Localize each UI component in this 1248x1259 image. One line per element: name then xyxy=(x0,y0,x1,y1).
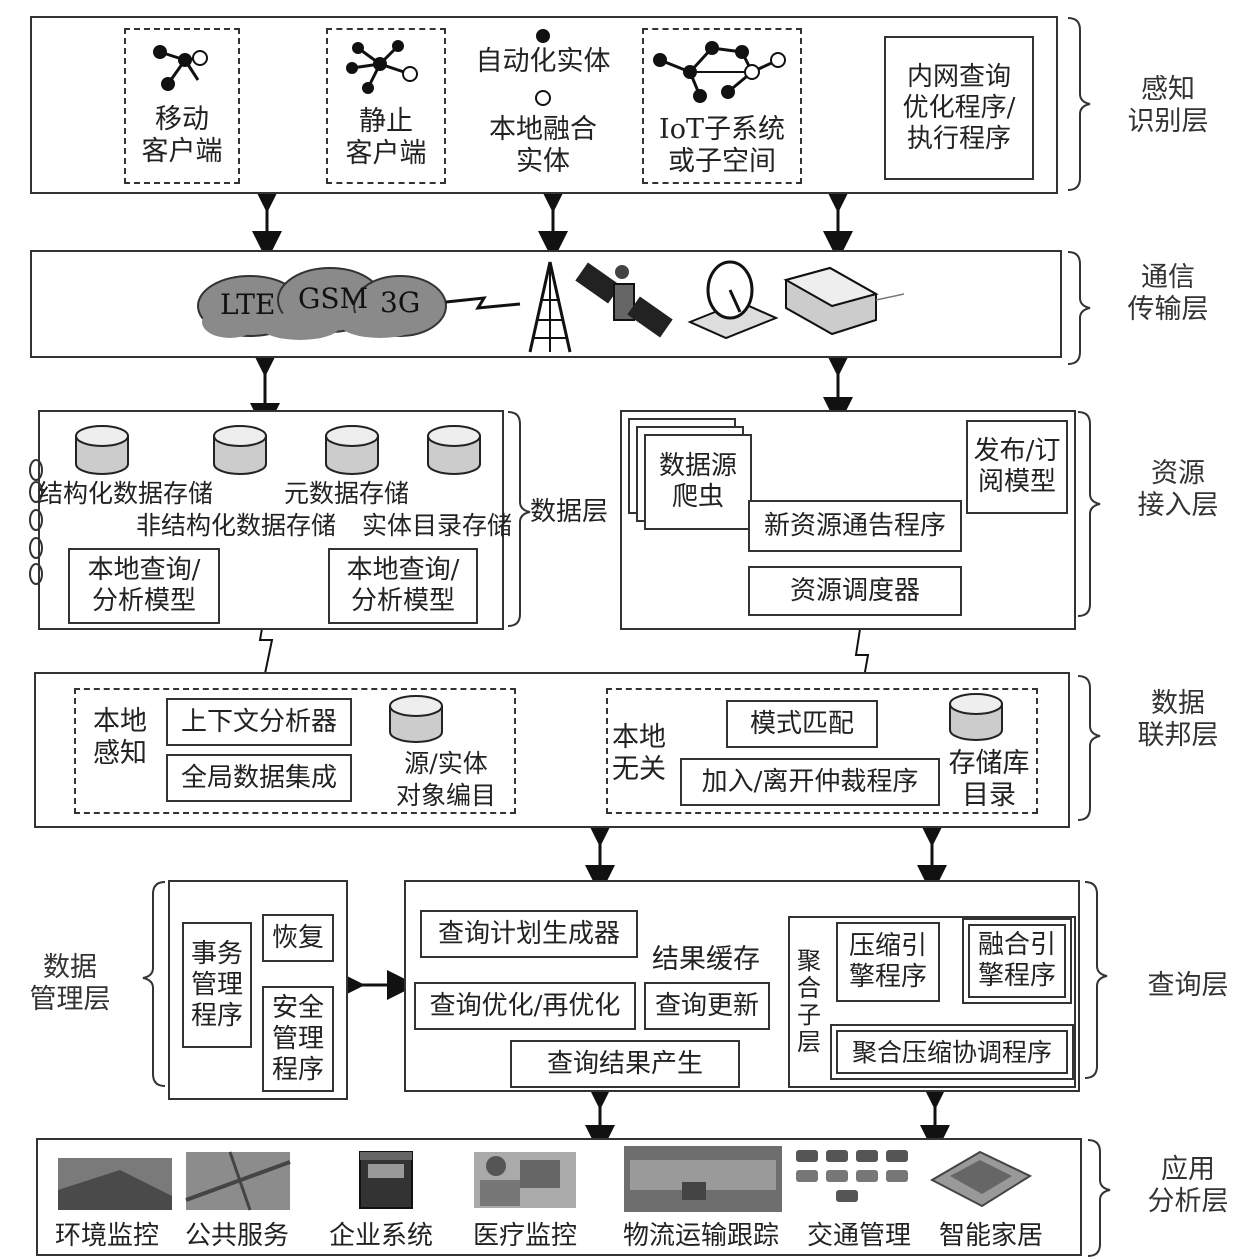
app-logistics: 物流运输跟踪 xyxy=(622,1221,779,1251)
brace-query xyxy=(1084,881,1108,1079)
mobile-client-group xyxy=(124,28,240,184)
auto-entity-label: 自动化实体 xyxy=(475,46,611,77)
layer-label-comm: 通信 传输层 xyxy=(1127,262,1209,325)
new-resource-notifier: 新资源通告程序 xyxy=(748,500,962,552)
recovery-box: 恢复 xyxy=(262,914,334,962)
static-client-group xyxy=(326,28,446,184)
cloud-gsm: GSM xyxy=(298,282,369,315)
database-icon xyxy=(213,425,267,475)
layer-label-resource: 资源 接入层 xyxy=(1137,458,1219,521)
database-icon xyxy=(75,425,129,475)
brace-app xyxy=(1087,1139,1111,1257)
auto-entity-dot xyxy=(536,29,550,43)
medical-monitor-image xyxy=(474,1152,576,1208)
security-manager: 安全 管理 程序 xyxy=(262,986,334,1092)
structured-storage: 结构化数据存储 xyxy=(38,479,214,508)
unstructured-storage: 非结构化数据存储 xyxy=(136,511,337,540)
tower-icon xyxy=(528,261,572,353)
query-update: 查询更新 xyxy=(644,982,770,1030)
transaction-manager: 事务 管理 程序 xyxy=(182,922,252,1048)
database-icon xyxy=(949,693,1003,741)
layer-label-mgmt: 数据 管理层 xyxy=(29,952,111,1015)
entity-dir-storage: 实体目录存储 xyxy=(362,511,513,540)
smart-home-image xyxy=(929,1150,1033,1208)
global-data-integration: 全局数据集成 xyxy=(166,754,352,802)
database-icon xyxy=(325,425,379,475)
enterprise-system-icon xyxy=(359,1151,413,1209)
local-independent-group xyxy=(606,688,1038,814)
brace-federation xyxy=(1077,675,1101,821)
app-traffic: 交通管理 xyxy=(806,1221,911,1251)
brace-datalayer xyxy=(507,411,531,627)
brace-resource xyxy=(1077,411,1101,617)
cloud-lte: LTE xyxy=(220,288,276,321)
chain-icon xyxy=(29,459,43,585)
query-result-gen: 查询结果产生 xyxy=(510,1040,740,1088)
result-cache-label: 结果缓存 xyxy=(652,944,760,975)
fusion-engine: 融合引 擎程序 xyxy=(968,924,1066,998)
local-query-model-2: 本地查询/ 分析模型 xyxy=(328,548,478,624)
router-icon xyxy=(783,266,905,336)
app-enterprise: 企业系统 xyxy=(328,1221,433,1251)
local-aware-group xyxy=(74,688,516,814)
layer-label-query: 查询层 xyxy=(1147,970,1229,1001)
iot-graph-icon xyxy=(653,41,786,103)
local-fusion-label: 本地融合 实体 xyxy=(489,114,597,177)
resource-scheduler: 资源调度器 xyxy=(748,566,962,616)
app-medical: 医疗监控 xyxy=(472,1221,577,1251)
compression-engine: 压缩引 擎程序 xyxy=(836,922,940,1002)
aggregation-coordinator: 聚合压缩协调程序 xyxy=(836,1030,1068,1074)
meta-storage: 元数据存储 xyxy=(284,479,410,508)
brace-mgmt xyxy=(142,881,166,1087)
local-query-model-1: 本地查询/ 分析模型 xyxy=(68,548,220,624)
layer-label-app: 应用 分析层 xyxy=(1147,1154,1229,1217)
app-environment: 环境监控 xyxy=(54,1221,159,1251)
data-layer-label: 数据层 xyxy=(530,497,609,527)
traffic-management-image xyxy=(796,1150,908,1202)
local-aware-label: 本地 感知 xyxy=(93,706,147,769)
layer-label-sensing: 感知 识别层 xyxy=(1127,74,1209,137)
iot-label: IoT子系统 或子空间 xyxy=(659,114,785,177)
brace-comm xyxy=(1067,251,1091,365)
environment-monitor-image xyxy=(58,1158,172,1210)
source-entity-catalog: 源/实体 对象编目 xyxy=(395,749,496,810)
aggregation-sublayer-label: 聚 合 子 层 xyxy=(797,947,821,1056)
cloud-icon xyxy=(197,267,447,340)
data-source-crawler: 数据源 爬虫 xyxy=(644,434,752,530)
wireless-zigzag xyxy=(445,296,521,310)
static-client-label: 静止 客户端 xyxy=(345,106,427,169)
logistics-image xyxy=(624,1146,782,1212)
pubsub-model: 发布/订 阅模型 xyxy=(966,420,1068,514)
query-optimize: 查询优化/再优化 xyxy=(414,982,636,1030)
database-icon xyxy=(389,695,443,743)
intranet-query-box: 内网查询 优化程序/ 执行程序 xyxy=(884,36,1034,180)
repository-catalog: 存储库 目录 xyxy=(948,748,1030,811)
database-icon xyxy=(427,425,481,475)
iot-group xyxy=(642,28,802,184)
brace-sensing xyxy=(1067,17,1091,191)
satellite-icon xyxy=(575,262,673,338)
mobile-client-label: 移动 客户端 xyxy=(141,104,223,167)
context-analyzer: 上下文分析器 xyxy=(166,698,352,746)
public-service-image xyxy=(185,1151,291,1211)
local-fusion-dot xyxy=(535,90,551,106)
layer-label-federation: 数据 联邦层 xyxy=(1137,688,1219,751)
static-graph-icon xyxy=(346,40,418,94)
dish-icon xyxy=(687,260,779,340)
mobile-graph-icon xyxy=(153,45,208,91)
app-smart-home: 智能家居 xyxy=(938,1221,1043,1251)
pattern-matching: 模式匹配 xyxy=(726,700,878,748)
query-plan-generator: 查询计划生成器 xyxy=(420,910,638,958)
app-public-service: 公共服务 xyxy=(184,1221,289,1251)
cloud-3g: 3G xyxy=(380,286,421,319)
join-leave-arbiter: 加入/离开仲裁程序 xyxy=(680,758,940,806)
local-independent-label: 本地 无关 xyxy=(612,722,666,785)
